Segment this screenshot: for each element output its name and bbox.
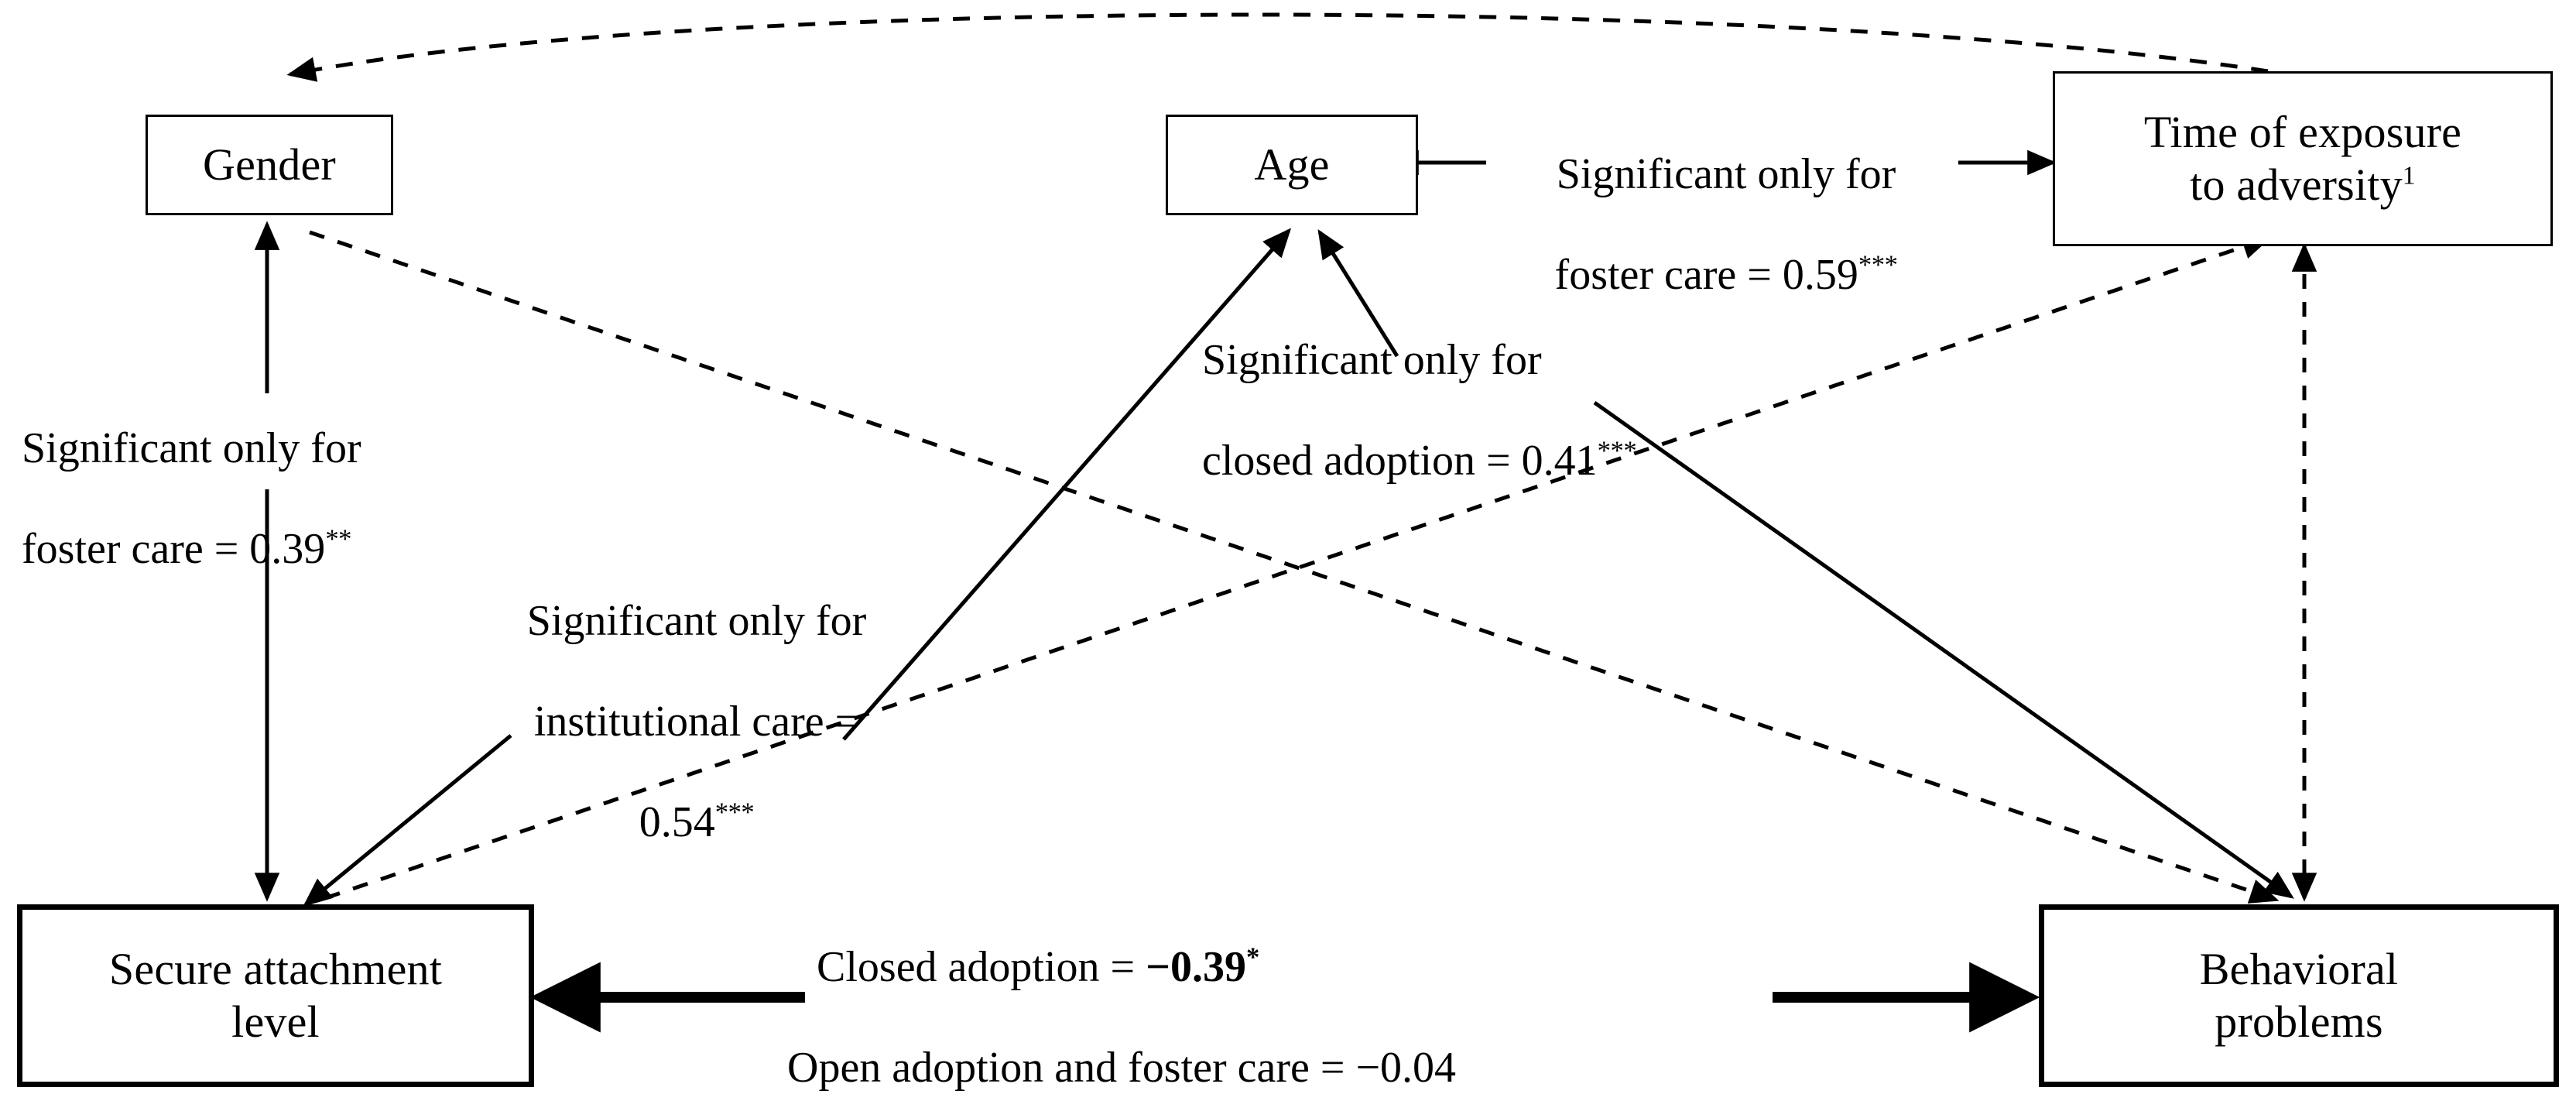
edge-label-attachment-behavior: Closed adoption = −0.39* Open adoption a… — [787, 892, 1456, 1101]
edge-label-age-time: Significant only for foster care = 0.59*… — [1498, 99, 1954, 300]
gender-attach-line-2: foster care = 0.39 — [22, 524, 326, 573]
age-time-stars: *** — [1858, 249, 1898, 280]
closed-adopt-line-2: closed adoption = 0.41 — [1202, 436, 1598, 485]
attach-line-1: Secure attachment — [108, 943, 443, 994]
node-gender-label: Gender — [203, 139, 336, 190]
gender-attach-stars: ** — [325, 523, 352, 554]
edge-closedadopt-to-age — [1317, 229, 1399, 358]
node-time-of-exposure[interactable]: Time of exposure to adversity1 — [2053, 71, 2553, 246]
node-secure-attachment[interactable]: Secure attachment level — [17, 904, 534, 1087]
bottom-row-2-value: −0.04 — [1355, 1043, 1457, 1092]
node-gender[interactable]: Gender — [146, 115, 393, 215]
bottom-row-2-prefix: Open adoption and foster care = — [787, 1043, 1356, 1092]
bottom-row-2: Open adoption and foster care = −0.04 — [787, 1043, 1456, 1093]
edge-label-closed-adoption: Significant only for closed adoption = 0… — [1202, 285, 1637, 486]
node-secure-attachment-label: Secure attachment level — [103, 943, 448, 1049]
time-line-2: to adversity — [2190, 159, 2403, 210]
node-age-label: Age — [1254, 139, 1330, 190]
time-line-1: Time of exposure — [2143, 106, 2462, 157]
edge-time-to-gender — [286, 12, 2269, 82]
gender-attach-line-1: Significant only for — [22, 424, 361, 472]
age-time-line-1: Significant only for — [1556, 149, 1896, 198]
closed-adopt-stars: *** — [1597, 435, 1637, 466]
node-time-of-exposure-label: Time of exposure to adversity1 — [2138, 106, 2468, 212]
edge-label-institutional-care: Significant only for institutional care … — [464, 546, 929, 848]
attach-line-2: level — [231, 996, 320, 1047]
behavior-line-1: Behavioral — [2199, 943, 2399, 994]
bottom-row-1: Closed adoption = −0.39* — [817, 942, 1456, 993]
inst-care-line-2: institutional care = — [533, 697, 860, 746]
edge-instcare-to-age — [842, 228, 1292, 741]
edge-gender-to-behavior — [309, 230, 2280, 904]
node-behavioral-problems-label: Behavioral problems — [2194, 943, 2404, 1049]
bottom-row-1-stars: * — [1246, 942, 1259, 972]
edge-attachment-to-instcare — [303, 734, 512, 907]
bottom-row-1-prefix: Closed adoption = — [817, 942, 1146, 991]
inst-care-line-1: Significant only for — [526, 596, 867, 645]
behavior-line-2: problems — [2215, 996, 2383, 1047]
edge-label-gender-attachment: Significant only for foster care = 0.39*… — [22, 373, 361, 575]
inst-care-line-3: 0.54 — [639, 797, 715, 846]
closed-adopt-line-1: Significant only for — [1202, 335, 1542, 384]
edge-closedadopt-to-behavior — [1593, 400, 2294, 899]
node-age[interactable]: Age — [1166, 115, 1418, 215]
bottom-row-1-value: −0.39 — [1146, 942, 1247, 991]
edge-attachment-to-time — [324, 235, 2272, 900]
node-behavioral-problems[interactable]: Behavioral problems — [2039, 904, 2559, 1087]
age-time-line-2: foster care = 0.59 — [1554, 250, 1858, 299]
time-superscript: 1 — [2402, 161, 2416, 190]
inst-care-stars: *** — [714, 797, 755, 828]
